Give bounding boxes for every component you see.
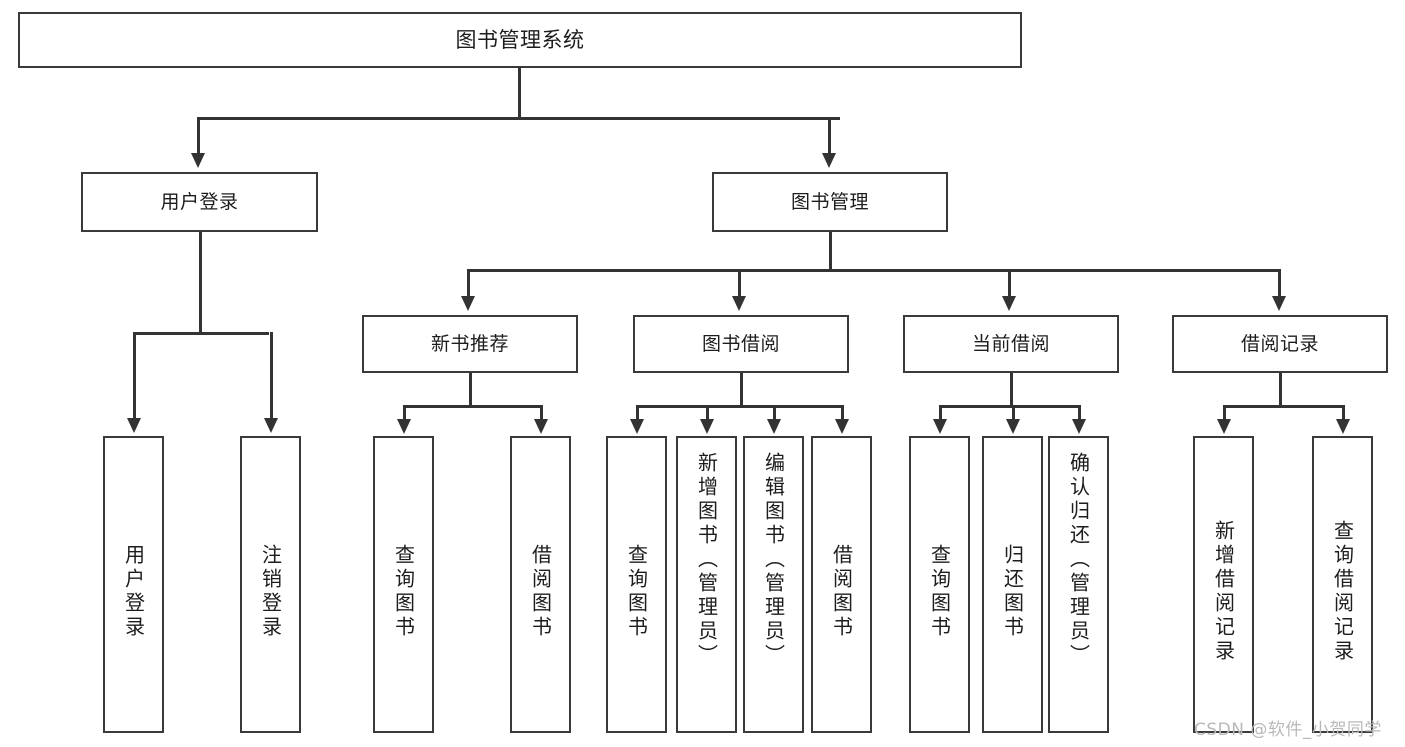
arrow-to-current-borrow [1002, 296, 1016, 311]
node-label: 图书管理系统 [455, 27, 585, 52]
node-label: 用户登录 [121, 543, 146, 640]
arrow-leaf-query-book-2 [630, 419, 644, 434]
leaf-edit-book[interactable]: 编辑图书（管理员） [743, 436, 804, 733]
node-label: 图书借阅 [701, 332, 780, 355]
node-label: 归还图书 [1000, 543, 1025, 640]
node-book-borrow[interactable]: 图书借阅 [633, 315, 849, 373]
arrow-leaf-borrow-book-2 [835, 419, 849, 434]
node-label: 注销登录 [258, 543, 283, 640]
connector-user-login-stem [199, 232, 202, 334]
connector-bb-drop-1 [636, 405, 639, 421]
node-label: 查询图书 [624, 543, 649, 640]
connector-user-login-drop-2 [270, 332, 273, 420]
leaf-query-book-1[interactable]: 查询图书 [373, 436, 434, 733]
arrow-leaf-query-record [1336, 419, 1350, 434]
node-book-manage[interactable]: 图书管理 [712, 172, 948, 232]
leaf-query-record[interactable]: 查询借阅记录 [1312, 436, 1373, 733]
arrow-to-book-manage [822, 153, 836, 168]
arrow-to-book-borrow [732, 296, 746, 311]
connector-book-borrow-stem [740, 373, 743, 408]
connector-user-login-drop-1 [133, 332, 136, 420]
connector-book-manage-bar [467, 269, 1278, 272]
connector-to-book-manage [828, 117, 831, 155]
arrow-leaf-query-book-3 [933, 419, 947, 434]
connector-bb-drop-2 [706, 405, 709, 421]
csdn-watermark: CSDN @软件_小贺同学 [1194, 720, 1382, 740]
arrow-leaf-logout [264, 418, 278, 433]
leaf-borrow-book-2[interactable]: 借阅图书 [811, 436, 872, 733]
connector-br-drop-1 [1223, 405, 1226, 421]
connector-user-login-bar [133, 332, 269, 335]
node-label: 图书管理 [790, 190, 869, 213]
leaf-confirm-return[interactable]: 确认归还（管理员） [1048, 436, 1109, 733]
connector-borrow-record-bar [1223, 405, 1342, 408]
connector-book-manage-stem [829, 232, 832, 272]
node-label: 新增图书（管理员） [694, 452, 719, 668]
arrow-leaf-borrow-book-1 [534, 419, 548, 434]
leaf-logout[interactable]: 注销登录 [240, 436, 301, 733]
leaf-query-book-3[interactable]: 查询图书 [909, 436, 970, 733]
node-current-borrow[interactable]: 当前借阅 [903, 315, 1119, 373]
connector-current-borrow-bar [939, 405, 1081, 408]
connector-nbr-drop-2 [540, 405, 543, 421]
connector-root-stem [518, 67, 521, 119]
node-borrow-record[interactable]: 借阅记录 [1172, 315, 1388, 373]
connector-to-new-book-rec [467, 269, 470, 297]
arrow-leaf-add-record [1217, 419, 1231, 434]
connector-to-book-borrow [738, 269, 741, 297]
node-new-book-rec[interactable]: 新书推荐 [362, 315, 578, 373]
connector-br-drop-2 [1342, 405, 1345, 421]
connector-cb-drop-1 [939, 405, 942, 421]
leaf-add-book[interactable]: 新增图书（管理员） [676, 436, 737, 733]
arrow-leaf-add-book [700, 419, 714, 434]
node-user-login[interactable]: 用户登录 [81, 172, 318, 232]
connector-bb-drop-3 [773, 405, 776, 421]
node-label: 查询图书 [391, 543, 416, 640]
arrow-to-new-book-rec [461, 296, 475, 311]
connector-new-book-rec-bar [403, 405, 540, 408]
arrow-leaf-edit-book [767, 419, 781, 434]
node-label: 借阅图书 [528, 543, 553, 640]
connector-root-bar [197, 117, 840, 120]
node-label: 新书推荐 [430, 332, 509, 355]
leaf-user-login[interactable]: 用户登录 [103, 436, 164, 733]
connector-cb-drop-2 [1012, 405, 1015, 421]
node-label: 当前借阅 [971, 332, 1050, 355]
connector-to-borrow-record [1278, 269, 1281, 297]
connector-to-current-borrow [1008, 269, 1011, 297]
arrow-to-borrow-record [1272, 296, 1286, 311]
connector-current-borrow-stem [1010, 373, 1013, 408]
connector-nbr-drop-1 [403, 405, 406, 421]
arrow-leaf-user-login [127, 418, 141, 433]
node-label: 编辑图书（管理员） [761, 452, 786, 668]
arrow-leaf-query-book-1 [397, 419, 411, 434]
node-label: 借阅记录 [1240, 332, 1319, 355]
node-label: 新增借阅记录 [1211, 519, 1236, 664]
node-label: 查询借阅记录 [1330, 519, 1355, 664]
arrow-to-user-login [191, 153, 205, 168]
leaf-add-record[interactable]: 新增借阅记录 [1193, 436, 1254, 733]
connector-to-user-login [197, 117, 200, 155]
leaf-query-book-2[interactable]: 查询图书 [606, 436, 667, 733]
node-label: 用户登录 [160, 190, 239, 213]
leaf-borrow-book-1[interactable]: 借阅图书 [510, 436, 571, 733]
connector-cb-drop-3 [1078, 405, 1081, 421]
node-label: 查询图书 [927, 543, 952, 640]
connector-new-book-rec-stem [469, 373, 472, 408]
node-label: 确认归还（管理员） [1066, 452, 1091, 668]
connector-bb-drop-4 [841, 405, 844, 421]
arrow-leaf-confirm-return [1072, 419, 1086, 434]
connector-borrow-record-stem [1279, 373, 1282, 408]
connector-book-borrow-bar [636, 405, 844, 408]
node-label: 借阅图书 [829, 543, 854, 640]
leaf-return-book[interactable]: 归还图书 [982, 436, 1043, 733]
node-root-system[interactable]: 图书管理系统 [18, 12, 1022, 68]
arrow-leaf-return-book [1006, 419, 1020, 434]
